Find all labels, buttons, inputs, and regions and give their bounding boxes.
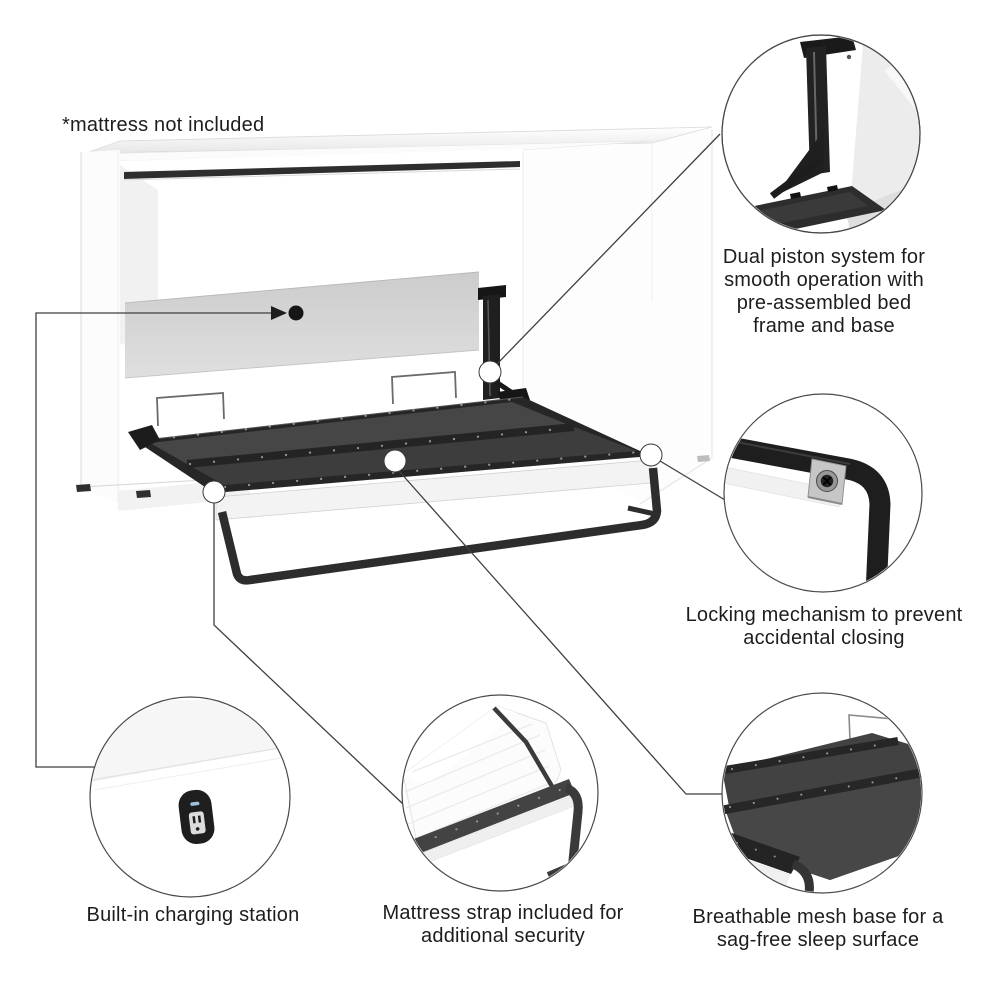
callout-line-dual-piston <box>496 133 721 365</box>
callout-line-strap <box>213 503 404 805</box>
callout-label-dual-piston: Dual piston system for smooth operation … <box>722 246 926 337</box>
marker-strap <box>202 480 226 504</box>
murphy-bed-illustration <box>76 126 713 585</box>
feature-circle-dual-piston <box>721 34 921 234</box>
mattress-note: *mattress not included <box>62 114 265 136</box>
callout-line-charging <box>35 306 287 768</box>
callout-lines <box>35 133 726 805</box>
power-socket-icon <box>188 811 206 835</box>
callout-markers <box>202 360 663 504</box>
marker-dual-piston <box>478 360 502 384</box>
feature-circle-strap <box>401 694 599 892</box>
mattress-strap-band <box>492 706 555 790</box>
marker-mesh-base <box>383 449 407 473</box>
mattress-strap-wires <box>156 371 457 427</box>
callout-label-strap: Mattress strap included for additional s… <box>382 902 624 947</box>
feature-circle-locking <box>723 393 923 593</box>
arrowhead-icon <box>271 306 287 320</box>
feature-circle-charging <box>89 696 291 898</box>
usb-port-icon <box>190 801 200 806</box>
callout-label-mesh: Breathable mesh base for a sag-free slee… <box>692 906 944 951</box>
callout-label-charging: Built-in charging station <box>86 904 300 926</box>
callout-label-locking: Locking mechanism to prevent accidental … <box>685 604 963 649</box>
marker-locking <box>639 443 663 467</box>
charging-port-dot <box>288 305 304 321</box>
bed-frame-deck <box>128 396 662 585</box>
charging-outlet <box>178 789 215 845</box>
callout-line-locking <box>659 460 726 501</box>
callout-line-mesh <box>398 470 722 795</box>
feature-circle-mesh <box>721 692 923 894</box>
